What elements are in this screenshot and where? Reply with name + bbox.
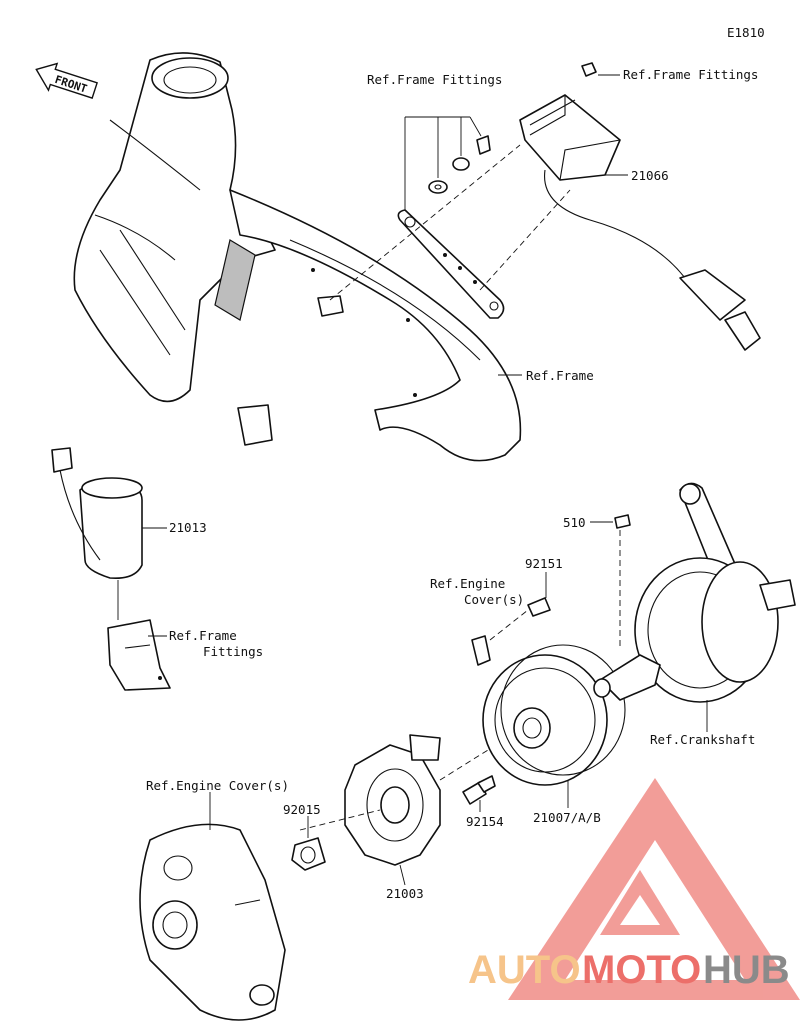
- watermark-text: AUTO MOTO HUB: [468, 948, 790, 992]
- label-ref-frame-fittings-left-1: Ref.Frame: [169, 628, 237, 643]
- label-510: 510: [563, 515, 586, 530]
- stator-harness: [237, 404, 432, 736]
- label-ref-engine-cover-mid-1: Ref.Engine: [430, 576, 505, 591]
- watermark-word-moto: MOTO: [582, 948, 701, 992]
- label-ref-frame: Ref.Frame: [526, 368, 594, 383]
- diagram-code: E1810: [727, 25, 765, 40]
- regulator-21066: [519, 62, 761, 351]
- watermark-word-hub: HUB: [703, 948, 790, 992]
- label-21003: 21003: [386, 886, 424, 901]
- front-arrow-icon: FRONT: [35, 62, 98, 99]
- frame-fittings-bracket: [329, 116, 571, 319]
- nut-92015: [291, 816, 326, 871]
- label-21007: 21007/A/B: [533, 810, 601, 825]
- engine-cover: [139, 792, 286, 1021]
- label-92154: 92154: [466, 814, 504, 829]
- label-92151: 92151: [525, 556, 563, 571]
- label-ref-crankshaft: Ref.Crankshaft: [650, 732, 755, 747]
- rotor-21007: [482, 644, 626, 808]
- label-ref-engine-cover-bottom: Ref.Engine Cover(s): [146, 778, 289, 793]
- frame-head: [73, 52, 276, 403]
- crankshaft: [590, 482, 796, 732]
- bolt-92154: [462, 775, 496, 812]
- label-ref-engine-cover-mid-2: Cover(s): [464, 592, 524, 607]
- label-92015: 92015: [283, 802, 321, 817]
- label-ref-frame-fittings-right: Ref.Frame Fittings: [623, 67, 758, 82]
- label-21066: 21066: [631, 168, 669, 183]
- label-ref-frame-fittings-top: Ref.Frame Fittings: [367, 72, 502, 87]
- coil-21013: [51, 447, 171, 691]
- bolt-92151: [471, 572, 551, 666]
- label-ref-frame-fittings-left-2: Fittings: [203, 644, 263, 659]
- label-21013: 21013: [169, 520, 207, 535]
- stator-21003: [299, 729, 521, 886]
- watermark-logo: [508, 778, 800, 1000]
- frame-rail: [229, 189, 522, 462]
- watermark-word-auto: AUTO: [468, 948, 581, 992]
